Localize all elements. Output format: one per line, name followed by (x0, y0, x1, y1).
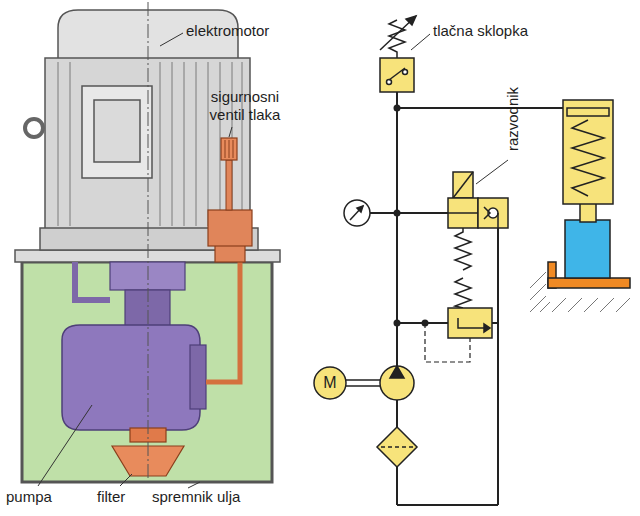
directional-valve-symbol (448, 172, 508, 270)
centre-line (148, 2, 149, 482)
motor (25, 10, 258, 250)
pump (62, 262, 206, 442)
filter-symbol (377, 427, 417, 467)
part-label: filter (97, 488, 125, 506)
node-text: M (323, 374, 336, 392)
part-label: spremnik ulja (152, 488, 240, 506)
part-label: elektromotor (186, 22, 269, 40)
relief-valve (206, 138, 252, 382)
cylinder-symbol (530, 100, 630, 312)
motor-symbol: M (313, 366, 347, 400)
leader-lines (38, 33, 508, 488)
part-label: pumpa (6, 488, 52, 506)
pressure-switch-symbol (380, 16, 416, 92)
relief-valve-symbol (448, 278, 492, 338)
part-label: sigurnosni ventil tlaka (195, 88, 295, 124)
pump-symbol (346, 366, 414, 400)
part-label: tlačna sklopka (433, 22, 528, 40)
part-label: razvodnik (504, 87, 522, 151)
pressure-gauge-symbol (344, 200, 370, 226)
hydraulic-lines (370, 92, 563, 505)
junction-dots (394, 105, 429, 327)
